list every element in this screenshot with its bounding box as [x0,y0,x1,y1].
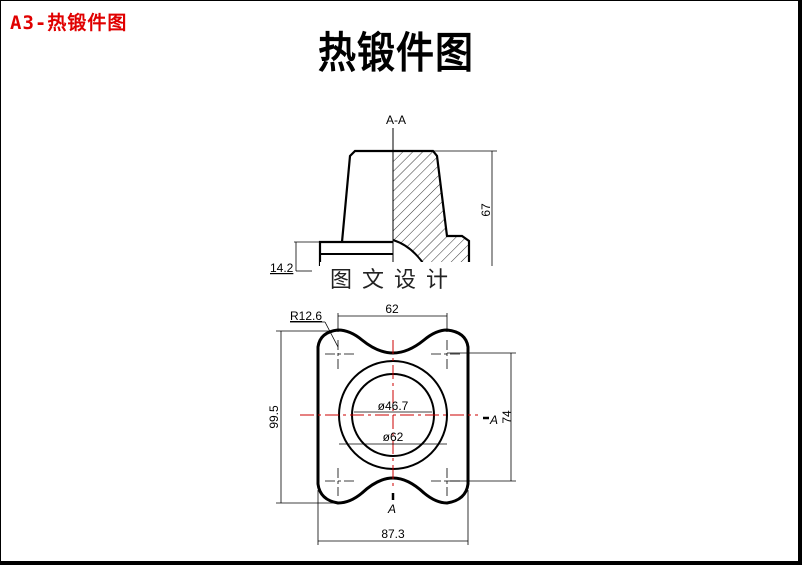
dim-outer-diameter: ø62 [383,430,404,444]
sheet-size-tag: A3-热锻件图 [10,12,128,34]
dim-right-height: 74 [500,410,514,424]
dim-inner-diameter: ø46.7 [378,399,409,413]
watermark: 图文设计 [320,262,478,300]
dim-height-67: 67 [479,203,493,217]
dim-flange-14-2: 14.2 [270,261,294,275]
section-mark-bottom: A [387,502,396,516]
section-hatch [393,151,469,266]
dim-overall-width: 87.3 [381,527,405,541]
drawing-title: 热锻件图 [318,26,475,78]
dim-overall-height: 99.5 [267,405,281,429]
forging-outline [316,328,470,505]
plan-view: A A 62 R12.6 99.5 74 ø46.7 ø62 87.3 [267,302,516,545]
section-view: A-A 67 14.2 [270,113,497,275]
section-outline [340,149,471,266]
section-mark-right: A [489,413,498,427]
dim-top-width-62: 62 [385,302,399,316]
dim-corner-radius: R12.6 [290,309,322,323]
section-label: A-A [386,113,406,127]
